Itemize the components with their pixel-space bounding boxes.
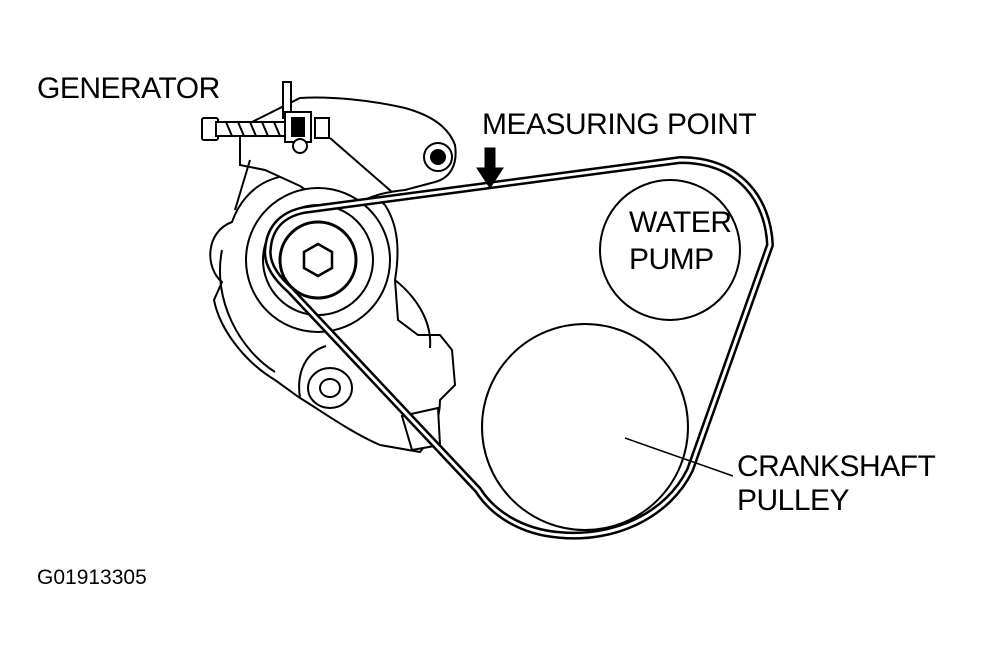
drive-belt <box>263 156 774 540</box>
water-pump-label-line2: PUMP <box>629 243 714 276</box>
crankshaft-leader-line <box>624 437 734 477</box>
generator-label: GENERATOR <box>37 72 220 105</box>
crankshaft-pulley <box>481 323 689 531</box>
crankshaft-label-line2: PULLEY <box>737 484 850 517</box>
figure-code: G01913305 <box>37 566 147 589</box>
water-pump-pulley <box>599 179 741 321</box>
measuring-point-arrow <box>476 147 504 189</box>
generator-adjusting-bracket <box>201 81 457 212</box>
measuring-point-label: MEASURING POINT <box>482 108 757 141</box>
water-pump-label-line1: WATER <box>629 206 732 239</box>
crankshaft-label-line1: CRANKSHAFT <box>737 450 936 483</box>
